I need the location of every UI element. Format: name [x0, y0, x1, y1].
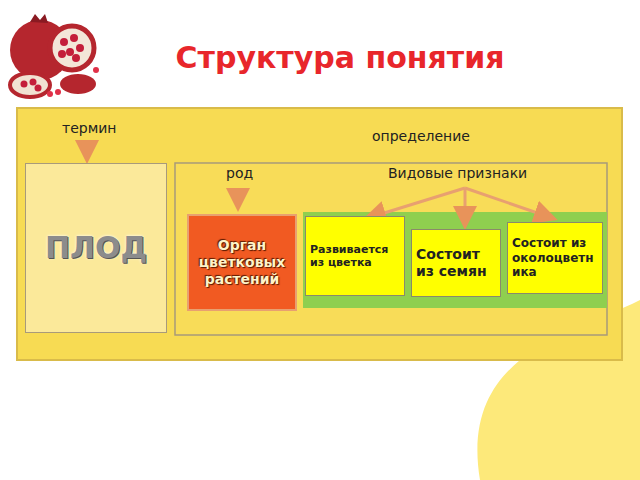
features-band — [303, 212, 607, 308]
slide-title: Структура понятия — [120, 40, 560, 75]
leader-arrow — [237, 188, 240, 206]
leader-arrow — [464, 188, 467, 224]
box-text: Орган цветковых растений — [193, 237, 291, 287]
label-text: определение — [372, 128, 470, 144]
feature-box: Развивается из цветка — [305, 216, 405, 296]
leader-arrow — [465, 188, 552, 218]
leader-arrow — [368, 188, 465, 218]
outer-panel — [17, 108, 622, 360]
feature-box: Состоит из околоцветника — [507, 222, 603, 294]
feature-box: Состоит из семян — [411, 229, 501, 297]
definition-box — [175, 163, 607, 335]
leader-arrow — [86, 140, 89, 158]
box-text: Состоит из семян — [416, 246, 496, 280]
label-text: термин — [62, 120, 116, 136]
label-text: род — [226, 165, 253, 181]
label-text: Видовые признаки — [388, 165, 527, 181]
box-text: Состоит из околоцветника — [512, 236, 598, 279]
box-text: Развивается из цветка — [310, 243, 400, 269]
term-box: ПЛОД — [25, 163, 167, 333]
pomegranate-illustration — [10, 14, 99, 97]
genus-box: Орган цветковых растений — [187, 214, 297, 311]
box-text: ПЛОД — [30, 230, 162, 266]
